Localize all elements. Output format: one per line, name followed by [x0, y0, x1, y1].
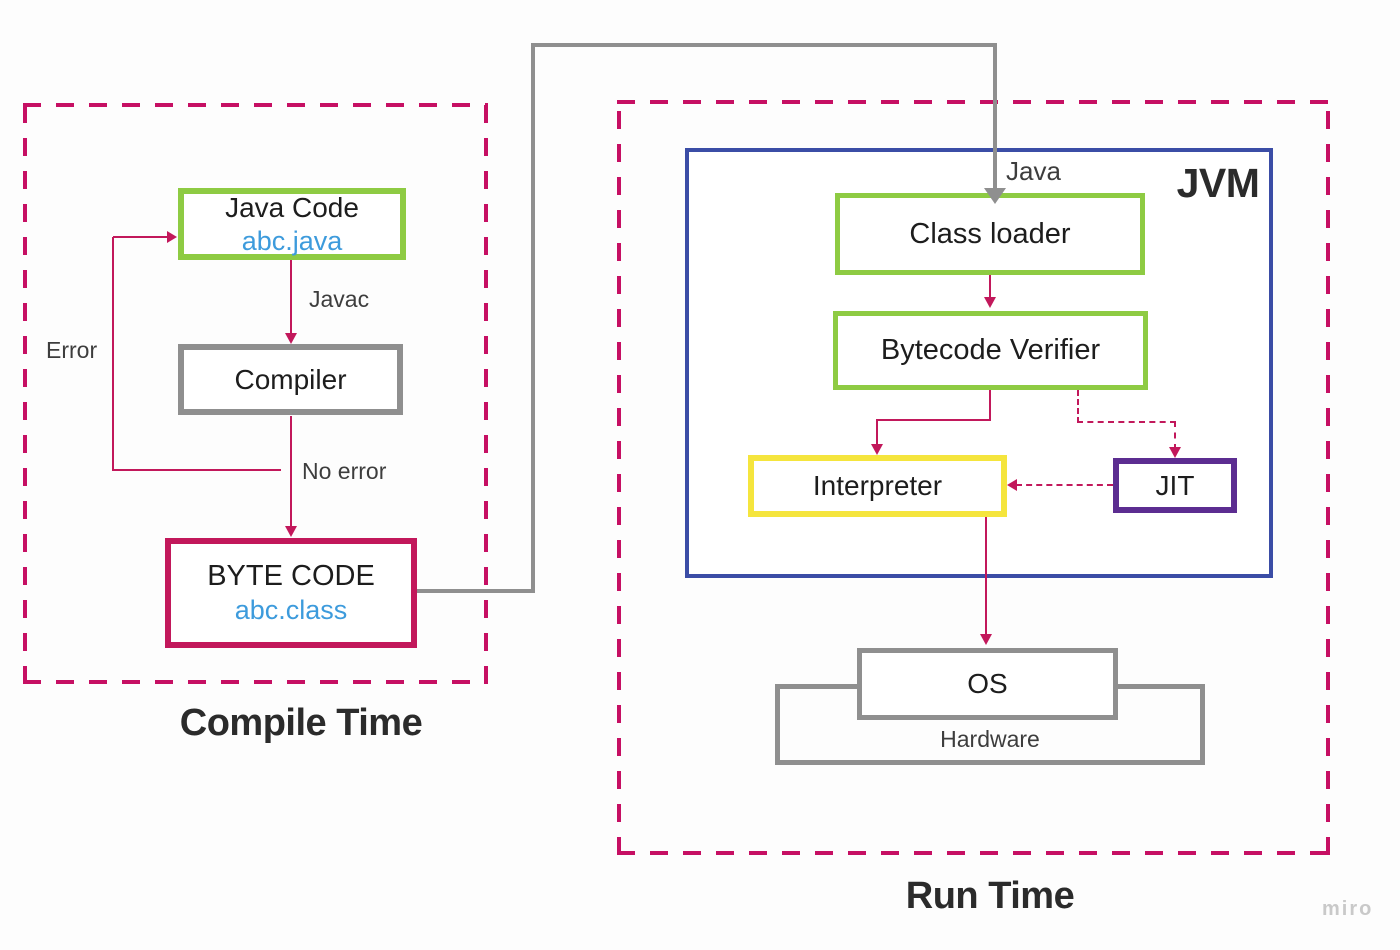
no-error-label: No error — [302, 458, 387, 484]
connector-top-horizontal — [531, 43, 997, 47]
run-time-title: Run Time — [905, 875, 1075, 917]
verifier-jit-head — [1169, 447, 1181, 458]
java-label: Java — [1006, 156, 1061, 186]
javac-label: Javac — [309, 286, 370, 312]
interpreter-os-head — [980, 634, 992, 645]
miro-watermark: miro — [1322, 898, 1374, 920]
interpreter-box: Interpreter — [748, 455, 1007, 517]
jit-box: JIT — [1113, 458, 1237, 513]
compiler-title: Compiler — [234, 363, 347, 395]
jit-title: JIT — [1155, 469, 1195, 501]
connector-bytecode-horizontal — [417, 589, 535, 593]
java-code-title: Java Code — [225, 192, 359, 224]
arrow-javac-head — [285, 333, 297, 344]
interpreter-os-line — [985, 517, 987, 637]
byte-code-box: BYTE CODE abc.class — [165, 538, 417, 648]
jvm-label: JVM — [1176, 160, 1260, 206]
bytecode-verifier-title: Bytecode Verifier — [880, 334, 1101, 367]
arrow-javac-line — [290, 260, 292, 337]
error-label: Error — [46, 337, 98, 363]
error-loop-arrow-head — [167, 231, 177, 243]
jit-interpreter-line — [1016, 484, 1113, 486]
verifier-jit-line-h — [1077, 421, 1176, 423]
jit-interpreter-head — [1007, 479, 1017, 491]
os-title: OS — [967, 668, 1008, 700]
class-loader-title: Class loader — [909, 217, 1071, 250]
interpreter-title: Interpreter — [812, 470, 943, 502]
connector-right-vertical — [993, 43, 997, 191]
verifier-interpreter-line-h — [876, 419, 991, 421]
error-loop-vertical-line — [112, 237, 114, 471]
class-loader-box: Class loader — [835, 193, 1145, 275]
connector-arrow-head — [984, 188, 1006, 204]
verifier-jit-line-v1 — [1077, 390, 1079, 423]
bytecode-verifier-box: Bytecode Verifier — [833, 311, 1148, 390]
compiler-box: Compiler — [178, 344, 403, 415]
arrow-no-error-head — [285, 526, 297, 537]
error-loop-top-line — [113, 236, 169, 238]
java-code-box: Java Code abc.java — [178, 188, 406, 260]
os-box: OS — [857, 648, 1118, 720]
arrow-no-error-line — [290, 416, 292, 529]
arrow-loader-verifier-line — [989, 275, 991, 300]
verifier-interpreter-head — [871, 444, 883, 455]
verifier-interpreter-line-v2 — [876, 419, 878, 447]
byte-code-title: BYTE CODE — [207, 560, 375, 593]
hardware-label: Hardware — [940, 726, 1040, 752]
error-loop-bottom-line — [113, 469, 281, 471]
java-code-filename: abc.java — [241, 225, 343, 256]
connector-left-vertical — [531, 43, 535, 593]
arrow-loader-verifier-head — [984, 297, 996, 308]
verifier-jit-line-v2 — [1174, 421, 1176, 450]
verifier-interpreter-line-v1 — [989, 390, 991, 421]
byte-code-filename: abc.class — [234, 595, 348, 626]
compile-time-title: Compile Time — [179, 702, 423, 744]
